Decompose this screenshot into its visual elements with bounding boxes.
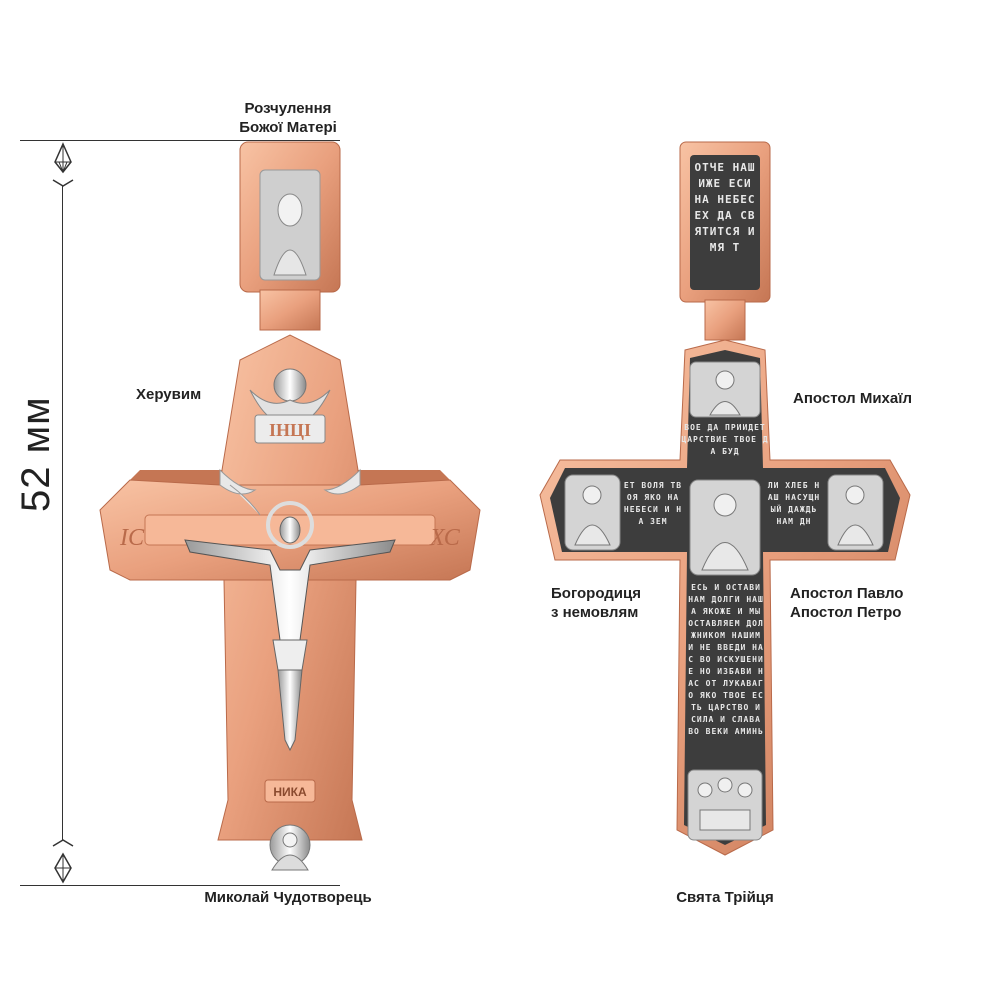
prayer-bail-text: ОТЧЕ НАШ ИЖЕ ЕСИ НА НЕБЕСЕХ ДА СВЯТИТСЯ … — [694, 161, 756, 254]
prayer-right-arm-text: ЛИ ХЛЕБ НАШ НАСУЩНЫЙ ДАЖДЬ НАМ ДН — [767, 481, 821, 526]
front-title-engraving: ІНЦІ — [269, 420, 311, 440]
dimension-label: 52 мм — [14, 396, 58, 512]
label-apostle-paul: Апостол Павло — [790, 585, 904, 602]
front-cross-pendant: ІНЦІ ІС ХС НИКА — [99, 141, 481, 871]
label-top-line2: Божої Матері — [239, 119, 337, 136]
label-apostle-michael: Апостол Михаїл — [793, 390, 912, 407]
dimension-top-line — [20, 140, 340, 141]
back-cross-pendant — [539, 141, 911, 856]
prayer-left-arm-text: ЕТ ВОЛЯ ТВОЯ ЯКО НА НЕБЕСИ И НА ЗЕМ — [623, 481, 683, 526]
label-top-line1: Розчулення — [244, 100, 332, 117]
label-front-bottom: Миколай Чудотворець — [204, 889, 372, 906]
prayer-lower-text: ЕСЬ И ОСТАВИ НАМ ДОЛГИ НАША ЯКОЖЕ И МЫ О… — [688, 583, 764, 736]
front-right-engraving: ХС — [429, 525, 461, 551]
prayer-upper-text: ВОЕ ДА ПРИИДЕТ ЦАРСТВИЕ ТВОЕ ДА БУД — [681, 423, 769, 456]
front-left-engraving: ІС — [119, 525, 145, 551]
dimension-bottom-arrow-icon — [52, 839, 74, 884]
front-bottom-engraving: НИКА — [273, 785, 307, 799]
dimension-bottom-line — [20, 885, 340, 886]
label-apostle-peter: Апостол Петро — [790, 604, 902, 621]
dimension-top-arrow-icon — [52, 142, 74, 187]
label-theotokos-line1: Богородиця — [551, 585, 641, 602]
label-holy-trinity: Свята Трійця — [676, 889, 774, 906]
label-cherub: Херувим — [136, 386, 202, 403]
dimension-vertical-line — [62, 185, 63, 840]
label-theotokos-line2: з немовлям — [551, 604, 639, 621]
